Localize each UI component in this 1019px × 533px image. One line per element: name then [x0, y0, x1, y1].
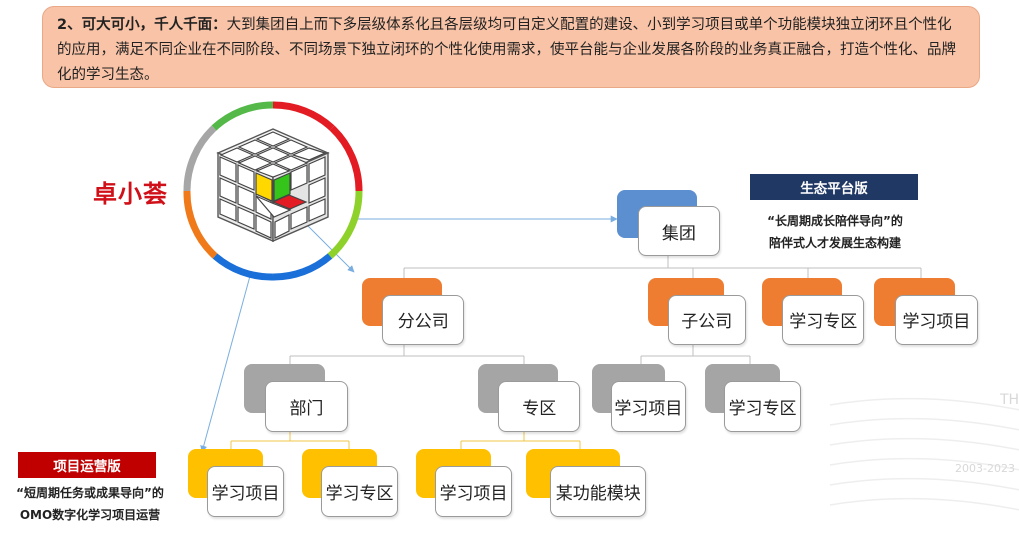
node-zone-learning-project: 学习项目 — [416, 449, 512, 517]
node-zone-function-module: 某功能模块 — [526, 449, 646, 517]
banner-lead: 2、可大可小，千人千面： — [57, 17, 227, 33]
node-sub-learning-zone-label: 学习专区 — [724, 381, 801, 432]
brand-name: 卓小荟 — [93, 180, 168, 208]
watermark-lines — [820, 385, 1019, 525]
node-dept-learning-zone: 学习专区 — [302, 449, 398, 517]
node-dept-learning-project-label: 学习项目 — [207, 466, 284, 517]
node-branch-label: 分公司 — [382, 294, 464, 345]
rubik-cube-logo — [182, 101, 364, 281]
intro-banner: 2、可大可小，千人千面：大到集团自上而下多层级体系化且各层级均可自定义配置的建设… — [42, 6, 980, 88]
node-dept-learning-zone-label: 学习专区 — [321, 466, 398, 517]
ecosystem-edition-tag: 生态平台版 — [750, 174, 918, 200]
node-branch: 分公司 — [362, 278, 464, 345]
node-sub-learning-zone: 学习专区 — [705, 364, 801, 432]
project-caption-1: “短周期任务或成果导向”的 — [16, 486, 164, 500]
node-group-learning-zone-label: 学习专区 — [782, 294, 864, 345]
ecosystem-caption-1: “长周期成长陪伴导向”的 — [767, 214, 903, 228]
node-group: 集团 — [617, 190, 720, 256]
node-group-label: 集团 — [637, 206, 720, 256]
node-subsidiary-label: 子公司 — [667, 294, 746, 345]
node-subsidiary: 子公司 — [648, 278, 746, 345]
watermark-letters: TH — [1000, 392, 1019, 408]
node-zone: 专区 — [478, 364, 580, 432]
node-sub-learning-project-label: 学习项目 — [610, 381, 686, 432]
node-zone-learning-project-label: 学习项目 — [435, 466, 512, 517]
banner-text: 大到集团自上而下多层级体系化且各层级均可自定义配置的建设、小到学习项目或单个功能… — [57, 17, 956, 83]
project-edition-tag: 项目运营版 — [18, 452, 156, 478]
node-zone-function-module-label: 某功能模块 — [550, 466, 646, 517]
project-caption-2: OMO数字化学习项目运营 — [19, 508, 161, 522]
node-group-learning-zone: 学习专区 — [762, 278, 864, 345]
ecosystem-caption-2: 陪伴式人才发展生态构建 — [768, 236, 901, 250]
node-group-learning-project-label: 学习项目 — [894, 294, 978, 345]
node-group-learning-project: 学习项目 — [874, 278, 978, 345]
node-department-label: 部门 — [264, 381, 348, 432]
node-sub-learning-project: 学习项目 — [592, 364, 686, 432]
node-dept-learning-project: 学习项目 — [188, 449, 284, 517]
node-department: 部门 — [244, 364, 348, 432]
watermark-years: 2003-2023 — [955, 462, 1015, 475]
node-zone-label: 专区 — [498, 381, 580, 432]
